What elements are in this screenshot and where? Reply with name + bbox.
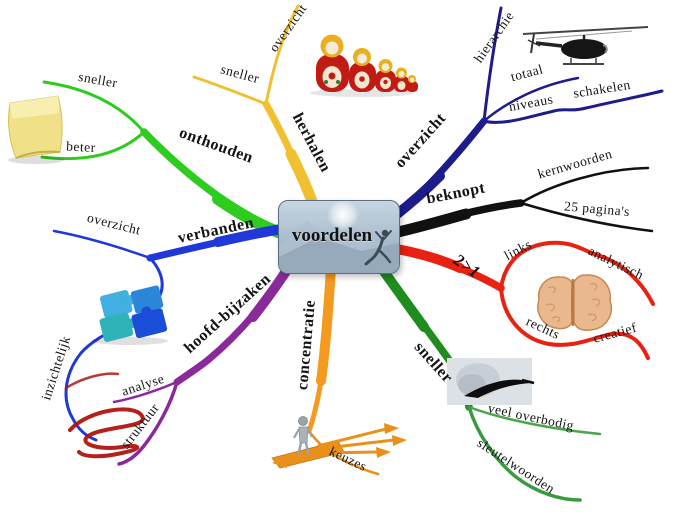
center-node-label: voordelen	[291, 225, 373, 247]
branch-verbanden-lines	[52, 224, 287, 442]
jumping-figure-icon	[364, 229, 392, 266]
pen-nib-image	[447, 358, 535, 405]
red-scribble-image	[64, 372, 145, 459]
branch-2gt1-lines	[392, 240, 655, 360]
mountains-front	[279, 237, 399, 273]
brain-image	[537, 274, 612, 331]
center-node: voordelen	[278, 200, 400, 274]
sun-icon	[327, 201, 359, 231]
sticky-note-image	[7, 95, 64, 164]
puzzle-pieces-image	[92, 285, 168, 345]
center-node-background	[279, 201, 399, 273]
matryoshka-dolls-image	[310, 34, 418, 97]
branch-overzicht-lines	[391, 6, 664, 220]
crossroads-figure-image	[271, 416, 407, 469]
branch-beknopt-lines	[392, 166, 654, 238]
helicopter-image	[522, 26, 649, 65]
branch-herhalen-lines	[192, 4, 320, 213]
branch-concentratie-lines	[306, 262, 380, 476]
child-label-onthouden-beter: beter	[65, 138, 97, 156]
